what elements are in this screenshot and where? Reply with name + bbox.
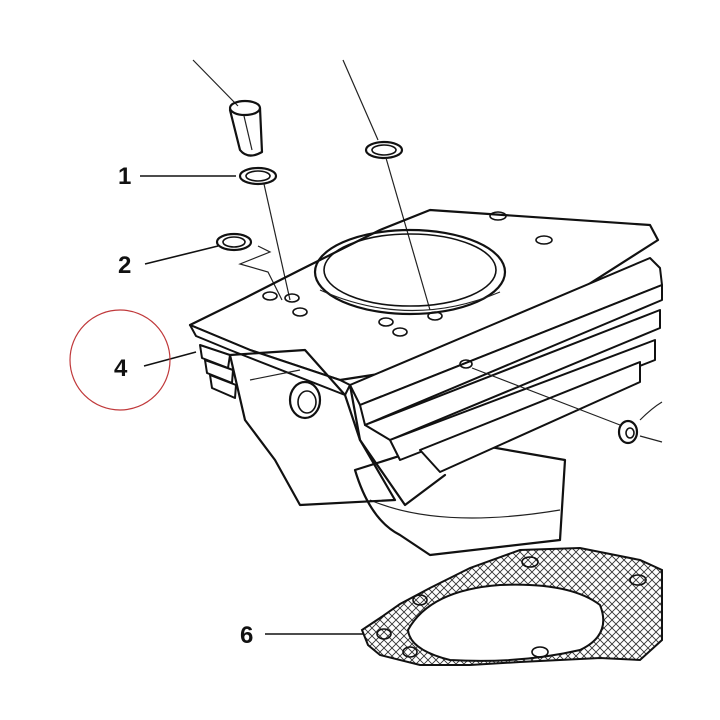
highlight-circle — [69, 309, 171, 411]
dowel-sleeve — [192, 59, 264, 157]
cylinder-block — [188, 208, 663, 557]
o-ring-2 — [215, 232, 283, 301]
callout-6: 6 — [240, 622, 253, 649]
callout-2: 2 — [118, 252, 131, 279]
leader-2 — [144, 245, 219, 265]
small-washer — [617, 401, 663, 445]
callout-1: 1 — [118, 163, 131, 190]
o-ring-1 — [238, 166, 291, 301]
callout-4: 4 — [114, 355, 128, 382]
base-gasket — [360, 546, 663, 666]
o-ring-top-right — [342, 59, 431, 311]
